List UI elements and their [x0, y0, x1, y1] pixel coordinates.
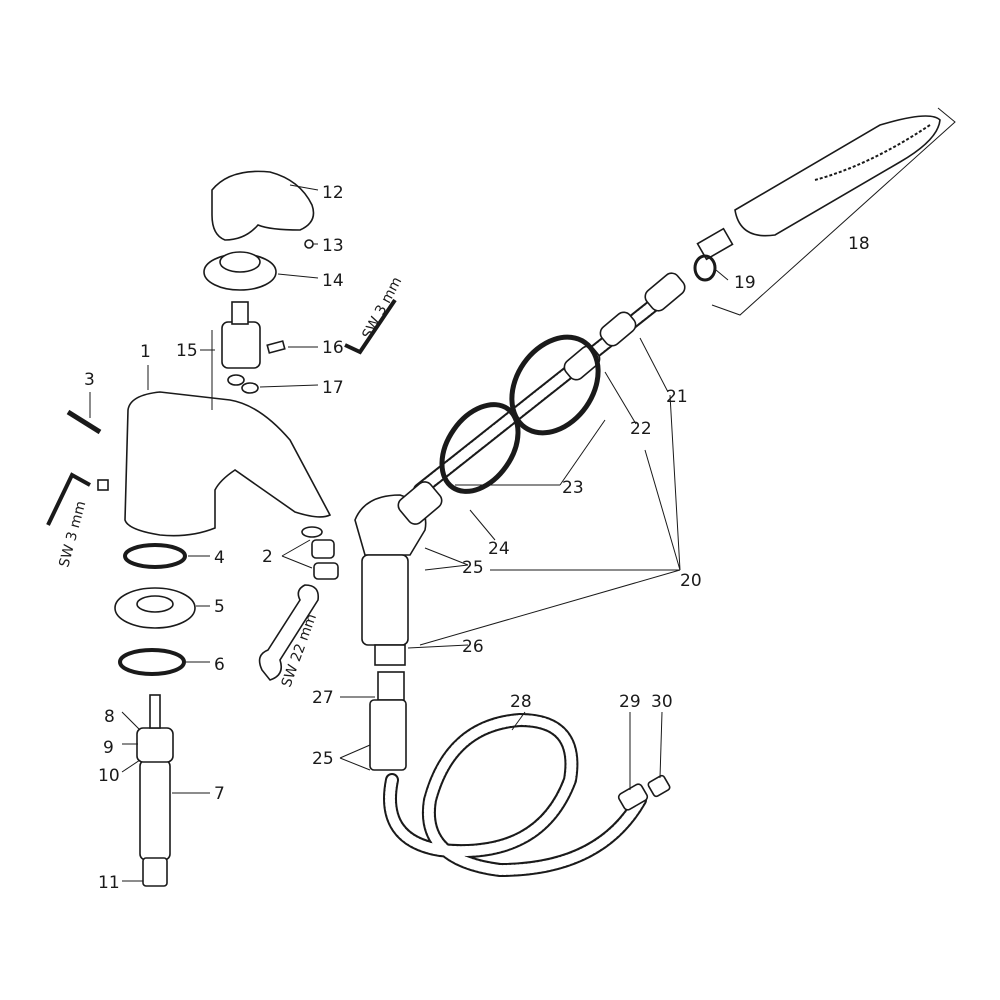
part-label-1: 1: [140, 342, 151, 362]
aerator-housing: [313, 562, 339, 580]
screw: [266, 340, 286, 354]
cover-ring-top: [219, 251, 261, 273]
diverter-stem: [149, 694, 161, 729]
part-label-21: 21: [666, 387, 688, 407]
part-label-25: 25: [312, 749, 334, 769]
part-label-30: 30: [651, 692, 673, 712]
part-label-6: 6: [214, 655, 225, 675]
part-label-13: 13: [322, 236, 344, 256]
cartridge: [221, 321, 261, 369]
part-label-28: 28: [510, 692, 532, 712]
washer: [693, 254, 717, 282]
cartridge-stem: [231, 301, 249, 325]
wrench-icon: [258, 584, 320, 681]
diverter-head: [136, 727, 174, 763]
o-ring: [241, 382, 259, 394]
outlet-nut: [397, 481, 443, 525]
part-label-2: 2: [262, 547, 273, 567]
part-label-17: 17: [322, 378, 344, 398]
part-label-27: 27: [312, 688, 334, 708]
part-label-12: 12: [322, 183, 344, 203]
spray-nozzles: [814, 124, 931, 181]
allen-key-top-label: SW 3 mm: [359, 274, 405, 341]
ring-washer: [439, 402, 521, 494]
part-label-24: 24: [488, 539, 510, 559]
connector: [377, 671, 405, 701]
part-label-23: 23: [562, 478, 584, 498]
part-label-22: 22: [630, 419, 652, 439]
coiled-hose-ribs: [385, 714, 645, 876]
seal: [301, 526, 323, 538]
o-ring-large: [118, 648, 186, 676]
ring-washer: [509, 334, 601, 436]
hose-nipple: [647, 774, 671, 798]
hose-tube: [369, 699, 407, 771]
part-label-14: 14: [322, 271, 344, 291]
part-label-25: 25: [462, 558, 484, 578]
leader-lines: [89, 107, 956, 882]
spout-body: [124, 391, 332, 537]
part-label-29: 29: [619, 692, 641, 712]
o-ring: [227, 374, 245, 386]
pin: [66, 409, 102, 435]
part-label-16: 16: [322, 338, 344, 358]
hand-shower: [734, 115, 941, 237]
allen-key-icon: [344, 298, 397, 355]
aerator: [311, 539, 335, 559]
o-ring-large: [123, 543, 187, 569]
shower-connector: [696, 227, 734, 261]
diverter-bottom: [142, 857, 168, 887]
part-label-10: 10: [98, 766, 120, 786]
part-label-18: 18: [848, 234, 870, 254]
part-label-8: 8: [104, 707, 115, 727]
set-screw: [304, 239, 314, 249]
part-label-3: 3: [84, 370, 95, 390]
part-label-9: 9: [103, 738, 114, 758]
part-label-19: 19: [734, 273, 756, 293]
part-label-20: 20: [680, 571, 702, 591]
part-label-5: 5: [214, 597, 225, 617]
part-label-15: 15: [176, 341, 198, 361]
hose-sleeve: [599, 311, 637, 347]
allen-key-icon: [46, 472, 91, 526]
part-label-7: 7: [214, 784, 225, 804]
hose-guide: [361, 554, 409, 646]
part-label-26: 26: [462, 637, 484, 657]
part-label-11: 11: [98, 873, 120, 893]
allen-key-left-label: SW 3 mm: [56, 499, 89, 569]
hose-nut: [617, 783, 649, 811]
base-plate-hole: [136, 595, 174, 613]
grub-screw: [97, 479, 109, 491]
lever-handle: [211, 170, 315, 241]
guide-bottom: [374, 644, 406, 666]
hose-sleeve: [644, 272, 686, 312]
part-label-4: 4: [214, 548, 225, 568]
diverter-cartridge: [139, 759, 171, 861]
